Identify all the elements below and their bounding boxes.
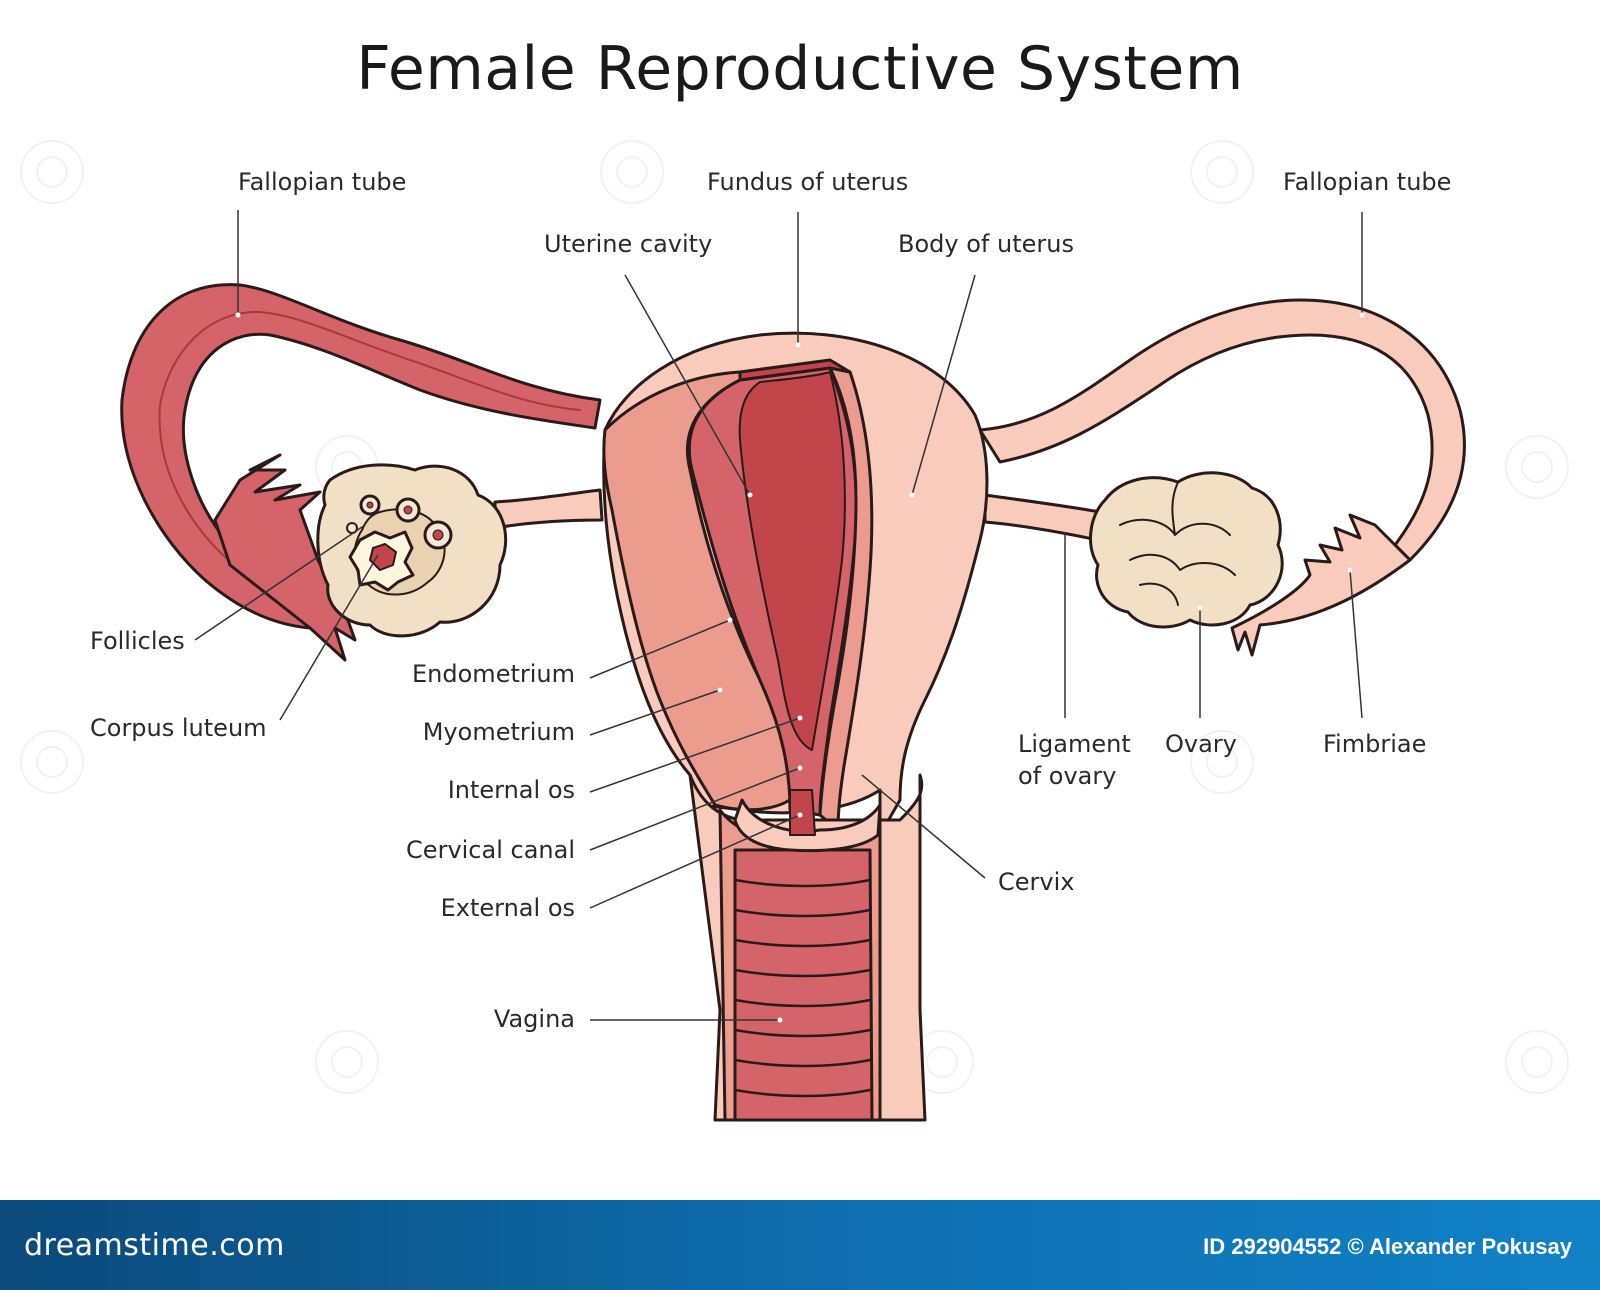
label-fimbriae: Fimbriae [1323,730,1427,758]
image-credit: ID 292904552 © Alexander Pokusay [1203,1234,1572,1259]
left-fallopian-tube [120,283,602,630]
watermark-icon [20,730,84,794]
label-vagina: Vagina [493,1005,575,1033]
vagina-canal [733,848,874,1122]
label-cervix: Cervix [998,868,1075,896]
follicles-group [346,494,453,550]
right-fimbriae [1230,513,1412,657]
label-external-os: External os [440,894,575,922]
vagina-rugae [733,878,872,1098]
label-follicles: Follicles [90,627,185,655]
watermark-icon [315,1030,379,1094]
brand-logo: dreamstime.com [24,1228,285,1263]
label-fallopian-tube-right: Fallopian tube [1283,168,1452,196]
left-tube-lumen [158,310,581,571]
watermark-icon [20,140,84,204]
follicle [366,501,374,509]
label-internal-os: Internal os [447,776,575,804]
label-ligament-line2: of ovary [1018,762,1117,790]
anatomy-diagram [120,210,1466,1122]
right-ovary [1089,471,1284,629]
follicle [432,529,444,541]
watermark-icon [600,140,664,204]
label-corpus-luteum: Corpus luteum [90,714,267,742]
label-body-of-uterus: Body of uterus [898,230,1074,258]
right-ovarian-ligament [983,493,1102,542]
cervical-canal [789,789,816,836]
follicle [403,505,413,515]
footer-bar: dreamstime.com ID 292904552 © Alexander … [0,1200,1600,1290]
label-uterine-cavity: Uterine cavity [544,230,713,258]
label-ligament-line1: Ligament [1018,730,1131,758]
left-ovarian-ligament [493,488,604,530]
label-cervical-canal: Cervical canal [406,836,575,864]
watermark-icon [1190,140,1254,204]
label-ovary: Ovary [1165,730,1237,758]
label-myometrium: Myometrium [422,718,575,746]
label-fallopian-tube-left: Fallopian tube [238,168,407,196]
left-fimbriae [213,453,357,662]
label-endometrium: Endometrium [412,660,575,688]
diagram-title: Female Reproductive System [356,34,1244,104]
watermark-icon [1505,435,1569,499]
label-ligament-of-ovary: Ligament of ovary [1018,728,1131,792]
watermark-icon [1190,730,1254,794]
label-fundus-of-uterus: Fundus of uterus [707,168,909,196]
watermark-icon [1505,1030,1569,1094]
